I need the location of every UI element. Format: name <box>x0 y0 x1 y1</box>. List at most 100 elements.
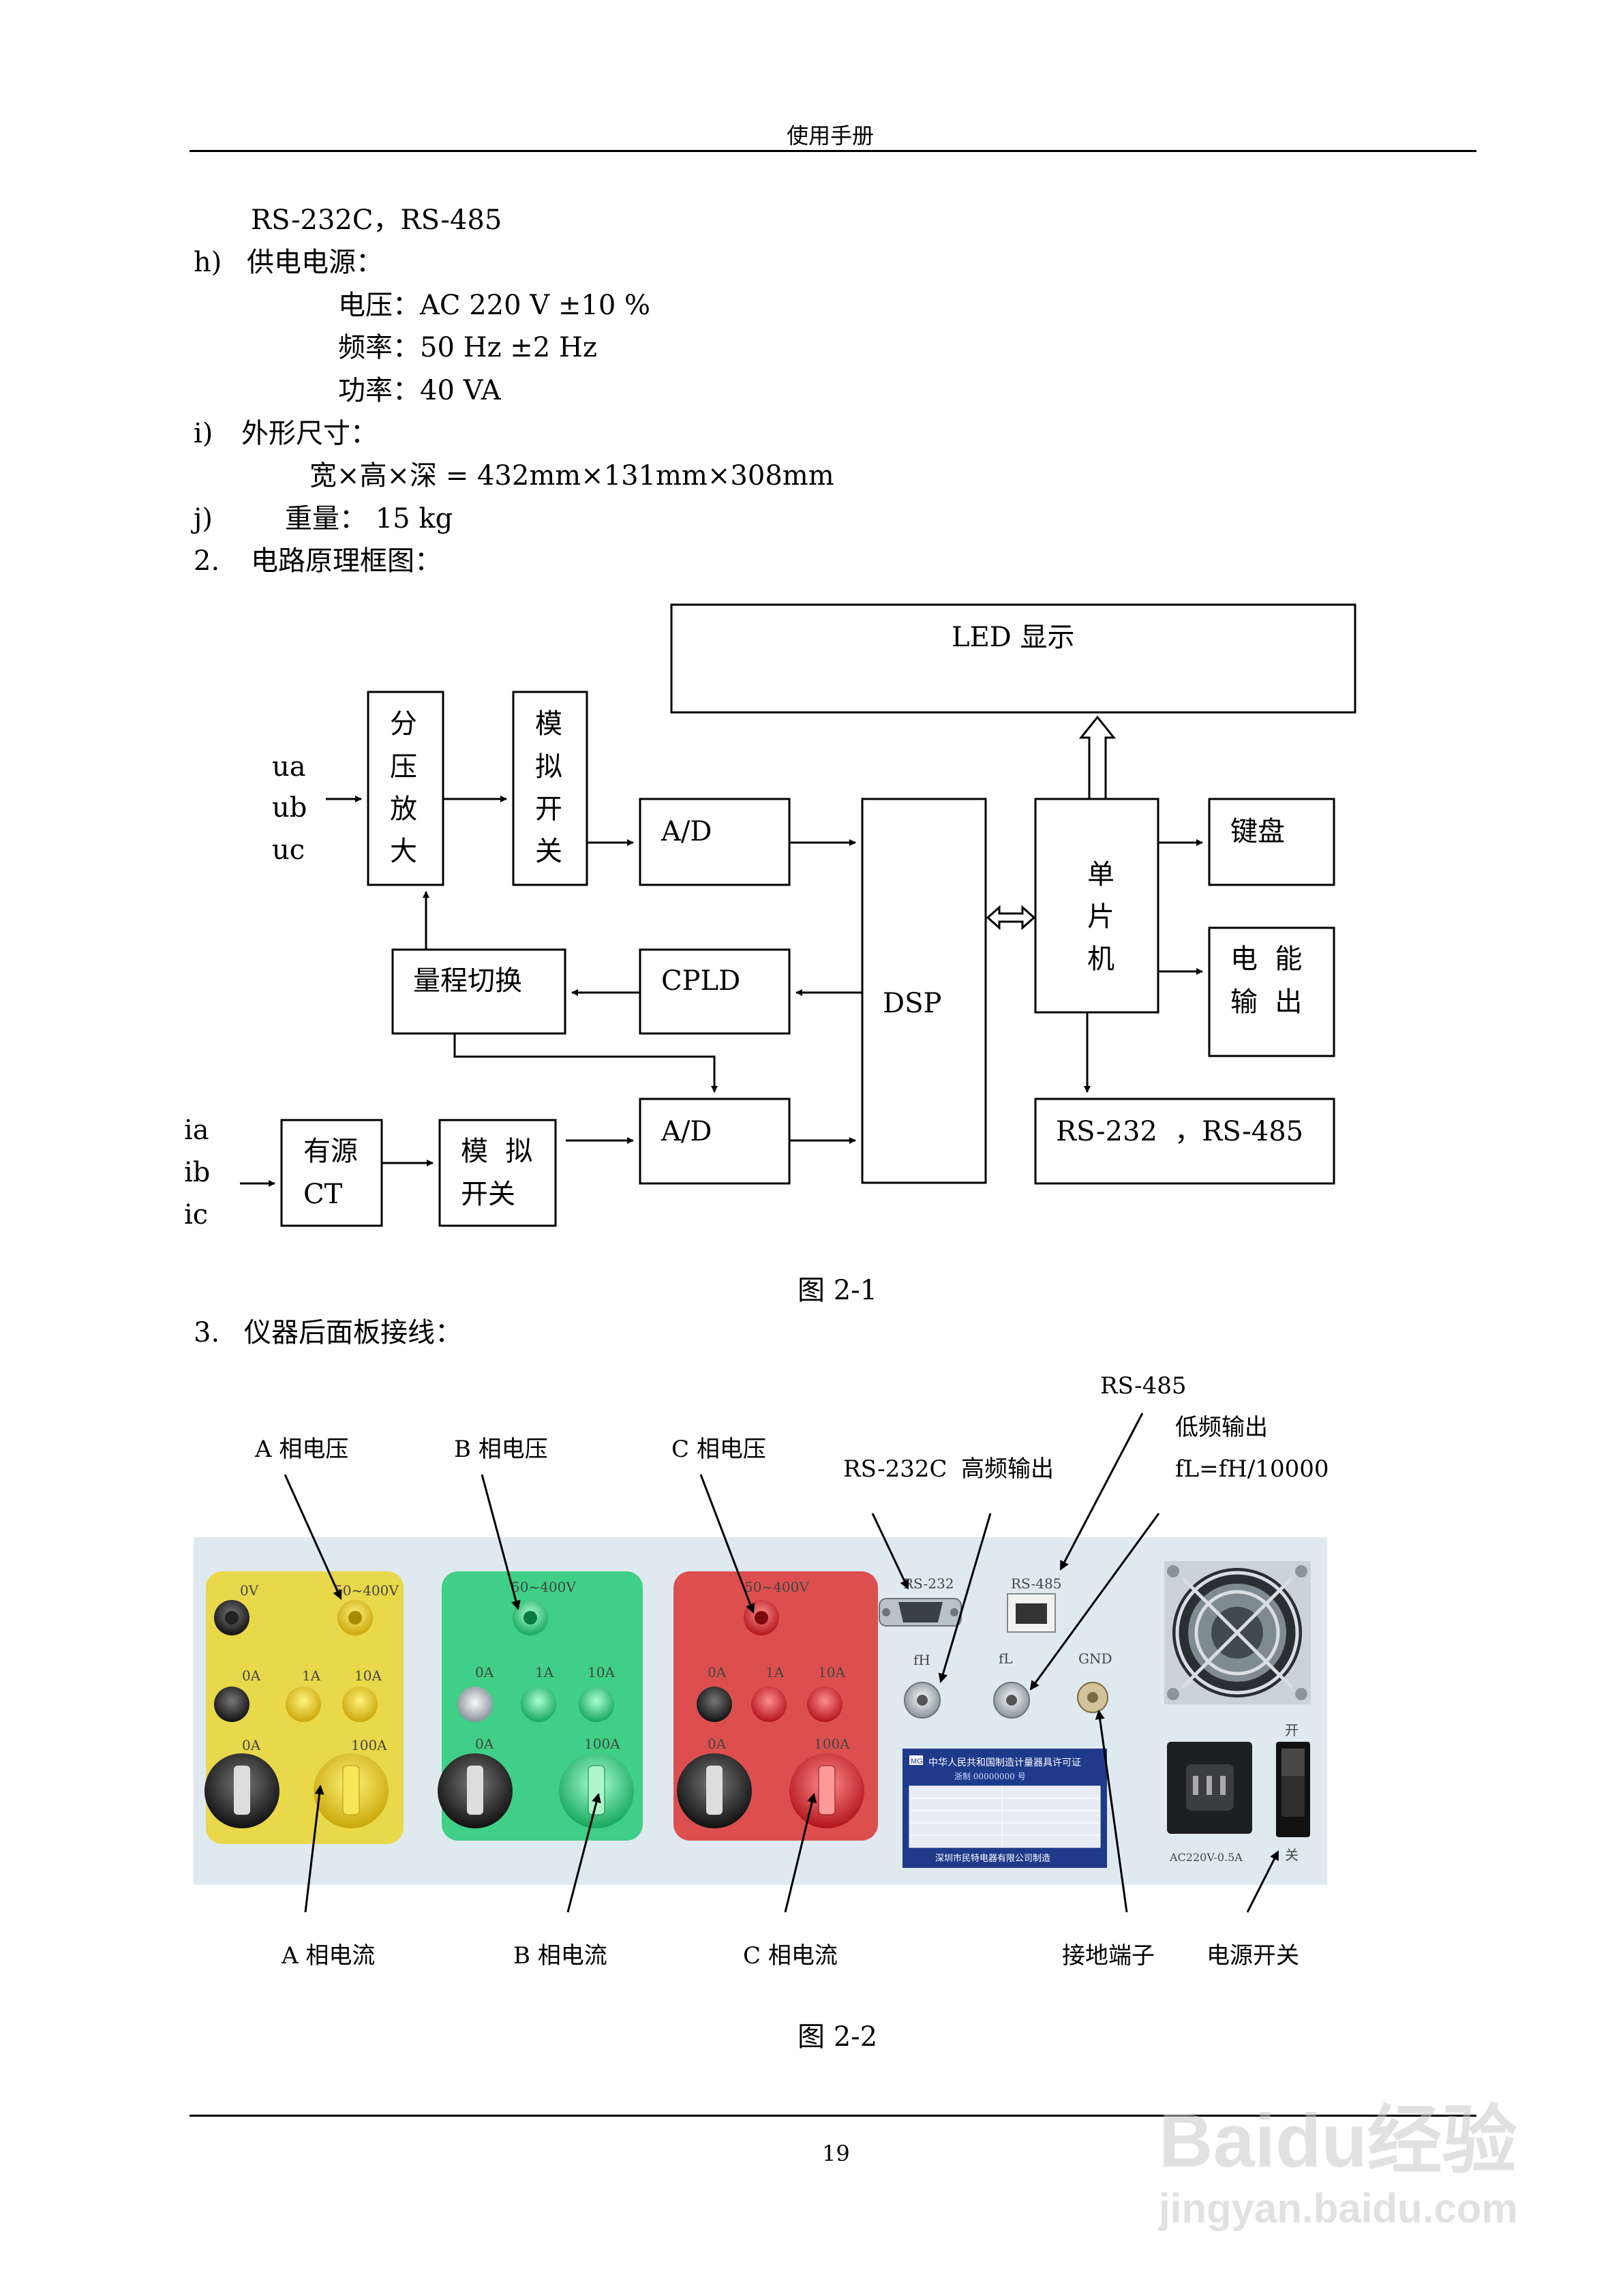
mcu-char: 机 <box>1087 943 1114 975</box>
analog-switch-i-box <box>438 1119 557 1227</box>
mark-b-0a: 0A <box>475 1664 494 1680</box>
mark-rs485: RS-485 <box>1011 1575 1061 1592</box>
callout-fl-formula: fL=fH/10000 <box>1175 1455 1329 1483</box>
callout-a-voltage: A 相电压 <box>254 1436 348 1463</box>
power-switch <box>1276 1742 1310 1837</box>
mark-a-0a: 0A <box>242 1667 261 1684</box>
mark-fl: fL <box>999 1650 1013 1667</box>
nameplate-line2: 浙制 00000000 号 <box>954 1772 1026 1781</box>
terminal-a-0a <box>214 1687 249 1722</box>
dsp-box <box>861 798 987 1184</box>
callout-ground: 接地端子 <box>1062 1942 1155 1969</box>
divider-char: 压 <box>390 751 417 783</box>
ct-label-1: 有源 <box>303 1136 358 1167</box>
switch-u-char: 拟 <box>535 751 562 783</box>
mcu-char: 片 <box>1087 901 1114 933</box>
keyboard-label: 键盘 <box>1230 816 1285 847</box>
spec-comm-line: RS-232C，RS-485 <box>251 205 502 236</box>
callout-a-current: A 相电流 <box>281 1942 375 1969</box>
switch-i-label-2: 开关 <box>461 1179 515 1210</box>
mark-c-1a: 1A <box>765 1664 785 1680</box>
rs485-port <box>1007 1593 1056 1633</box>
keyboard-box <box>1208 798 1335 886</box>
mark-a-0a-knob: 0A <box>242 1737 261 1753</box>
dsp-mcu-bus-arrow <box>986 905 1036 931</box>
led-display-box <box>670 603 1356 714</box>
spec-h-label: h) <box>194 247 222 278</box>
mark-b-10a: 10A <box>588 1664 615 1680</box>
mark-a-100a: 100A <box>351 1737 387 1753</box>
mark-off: 关 <box>1285 1847 1299 1863</box>
mark-gnd: GND <box>1078 1650 1112 1667</box>
spec-i-text: 外形尺寸： <box>241 418 378 449</box>
analog-switch-u-box <box>512 691 588 886</box>
mark-voltage-range: 50~400V <box>334 1582 399 1599</box>
energy-output-box <box>1208 926 1335 1057</box>
callout-rs232c: RS-232C <box>843 1455 947 1483</box>
switch-u-char: 开 <box>535 794 562 825</box>
mark-0v: 0V <box>240 1582 259 1599</box>
nameplate-brand: MG <box>911 1757 923 1766</box>
callout-c-current: C 相电流 <box>743 1942 838 1969</box>
cooling-fan <box>1164 1561 1311 1704</box>
callout-high-freq: 高频输出 <box>961 1455 1054 1483</box>
spec-dimensions: 宽×高×深 = 432mm×131mm×308mm <box>309 460 834 492</box>
rs232-port <box>879 1598 962 1627</box>
figure-1-caption: 图 2-1 <box>798 1275 878 1306</box>
switch-i-label-1: 模 拟 <box>461 1136 532 1167</box>
range-switch-box <box>391 948 566 1035</box>
nameplate-footer: 深圳市民特电器有限公司制造 <box>935 1853 1050 1864</box>
section2-number: 2. <box>194 545 220 577</box>
energy-label-2: 输 出 <box>1230 986 1302 1018</box>
mark-fh: fH <box>913 1652 930 1668</box>
spec-frequency: 频率：50 Hz ±2 Hz <box>338 332 597 363</box>
nameplate: MG 中华人民共和国制造计量器具许可证 浙制 00000000 号 深圳市民特电… <box>902 1749 1107 1868</box>
nameplate-line1: 中华人民共和国制造计量器具许可证 <box>928 1757 1081 1768</box>
mark-on: 开 <box>1285 1722 1299 1738</box>
ad-i-label: A/D <box>661 1116 712 1147</box>
mark-c-0a-knob: 0A <box>708 1736 727 1752</box>
spec-weight: 重量： 15 kg <box>285 503 453 534</box>
mark-ac-rating: AC220V-0.5A <box>1169 1851 1243 1864</box>
spec-power: 功率：40 VA <box>338 375 501 406</box>
input-ub: ub <box>272 792 307 824</box>
divider-amp-box <box>367 691 444 886</box>
mark-rs232: RS-232 <box>903 1575 954 1592</box>
mcu-char: 单 <box>1087 859 1114 890</box>
input-ib: ib <box>184 1157 210 1188</box>
watermark-brand: Baidu经验 <box>1159 2099 1517 2183</box>
running-header: 使用手册 <box>787 123 875 149</box>
comm-label: RS-232 ，RS-485 <box>1056 1116 1303 1147</box>
callout-rs485: RS-485 <box>1100 1372 1187 1400</box>
mark-c-10a: 10A <box>818 1664 845 1680</box>
energy-label-1: 电 能 <box>1230 943 1302 975</box>
callout-b-current: B 相电流 <box>513 1942 607 1969</box>
section3-number: 3. <box>194 1317 220 1348</box>
divider-char: 分 <box>390 708 417 740</box>
led-label: LED 显示 <box>952 622 1075 653</box>
input-ua: ua <box>272 751 306 783</box>
mark-c-voltage-range: 50~400V <box>744 1579 809 1595</box>
input-ia: ia <box>184 1115 209 1146</box>
input-ic: ic <box>184 1199 208 1230</box>
divider-char: 放 <box>390 794 417 825</box>
footer-rule <box>189 2115 1476 2117</box>
ad-u-label: A/D <box>661 816 712 847</box>
phase-b-terminals <box>438 1600 634 1828</box>
header-rule <box>189 150 1476 152</box>
rear-panel-figure: 0V 50~400V 0A 1A 10A 0A 100A 50~400V 0A … <box>194 1372 1329 1969</box>
mark-b-100a: 100A <box>584 1736 620 1752</box>
page-number: 19 <box>822 2141 850 2166</box>
circuit-block-diagram: LED 显示 ua ub uc 分 压 放 大 模 拟 开 关 A/D DSP … <box>184 603 1356 1230</box>
switch-u-char: 模 <box>535 708 562 740</box>
callout-b-voltage: B 相电压 <box>454 1436 548 1463</box>
mark-a-1a: 1A <box>302 1667 321 1684</box>
phase-a-terminals <box>204 1600 389 1828</box>
active-ct-box <box>280 1119 383 1227</box>
dsp-label: DSP <box>883 988 941 1019</box>
switch-u-char: 关 <box>535 836 562 867</box>
callout-low-freq: 低频输出 <box>1175 1414 1268 1441</box>
mark-c-0a: 0A <box>708 1664 727 1680</box>
spec-h-text: 供电电源： <box>247 247 383 278</box>
watermark-url: jingyan.baidu.com <box>1159 2186 1518 2231</box>
